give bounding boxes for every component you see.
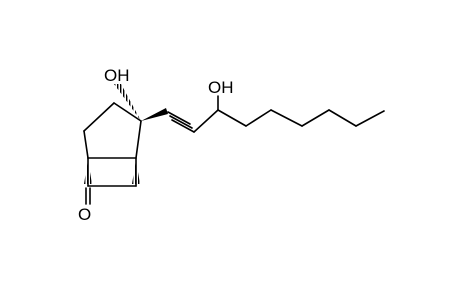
stereo-hash-c5	[84, 160, 92, 184]
ring-bond-c4-c3	[135, 120, 142, 159]
ketone-oxygen-label: O	[78, 205, 91, 224]
chain-bond-2	[245, 109, 272, 127]
chain-hydroxyl-label: OH	[208, 78, 234, 97]
stereo-hash-c4	[132, 160, 140, 184]
chain-bond-6	[355, 110, 385, 127]
stereo-wedge-chain	[141, 108, 168, 121]
chain-bond-1	[217, 109, 247, 127]
ring-bond-c3-c2	[113, 102, 142, 122]
stereo-hash-oh	[114, 84, 141, 121]
ring-bond-c1-c5	[83, 130, 89, 159]
triple-bond-2	[169, 115, 193, 129]
triple-bond-3	[171, 119, 195, 133]
chain-bond-3	[270, 109, 303, 127]
chain-bond-4	[301, 109, 330, 127]
ring-bond-c2-c1	[83, 102, 115, 132]
chain-bond-alkyne-carbinol	[193, 109, 219, 133]
triple-bond-1	[167, 111, 191, 125]
chain-bond-5	[328, 109, 357, 127]
ring-hydroxyl-label: OH	[104, 66, 130, 85]
